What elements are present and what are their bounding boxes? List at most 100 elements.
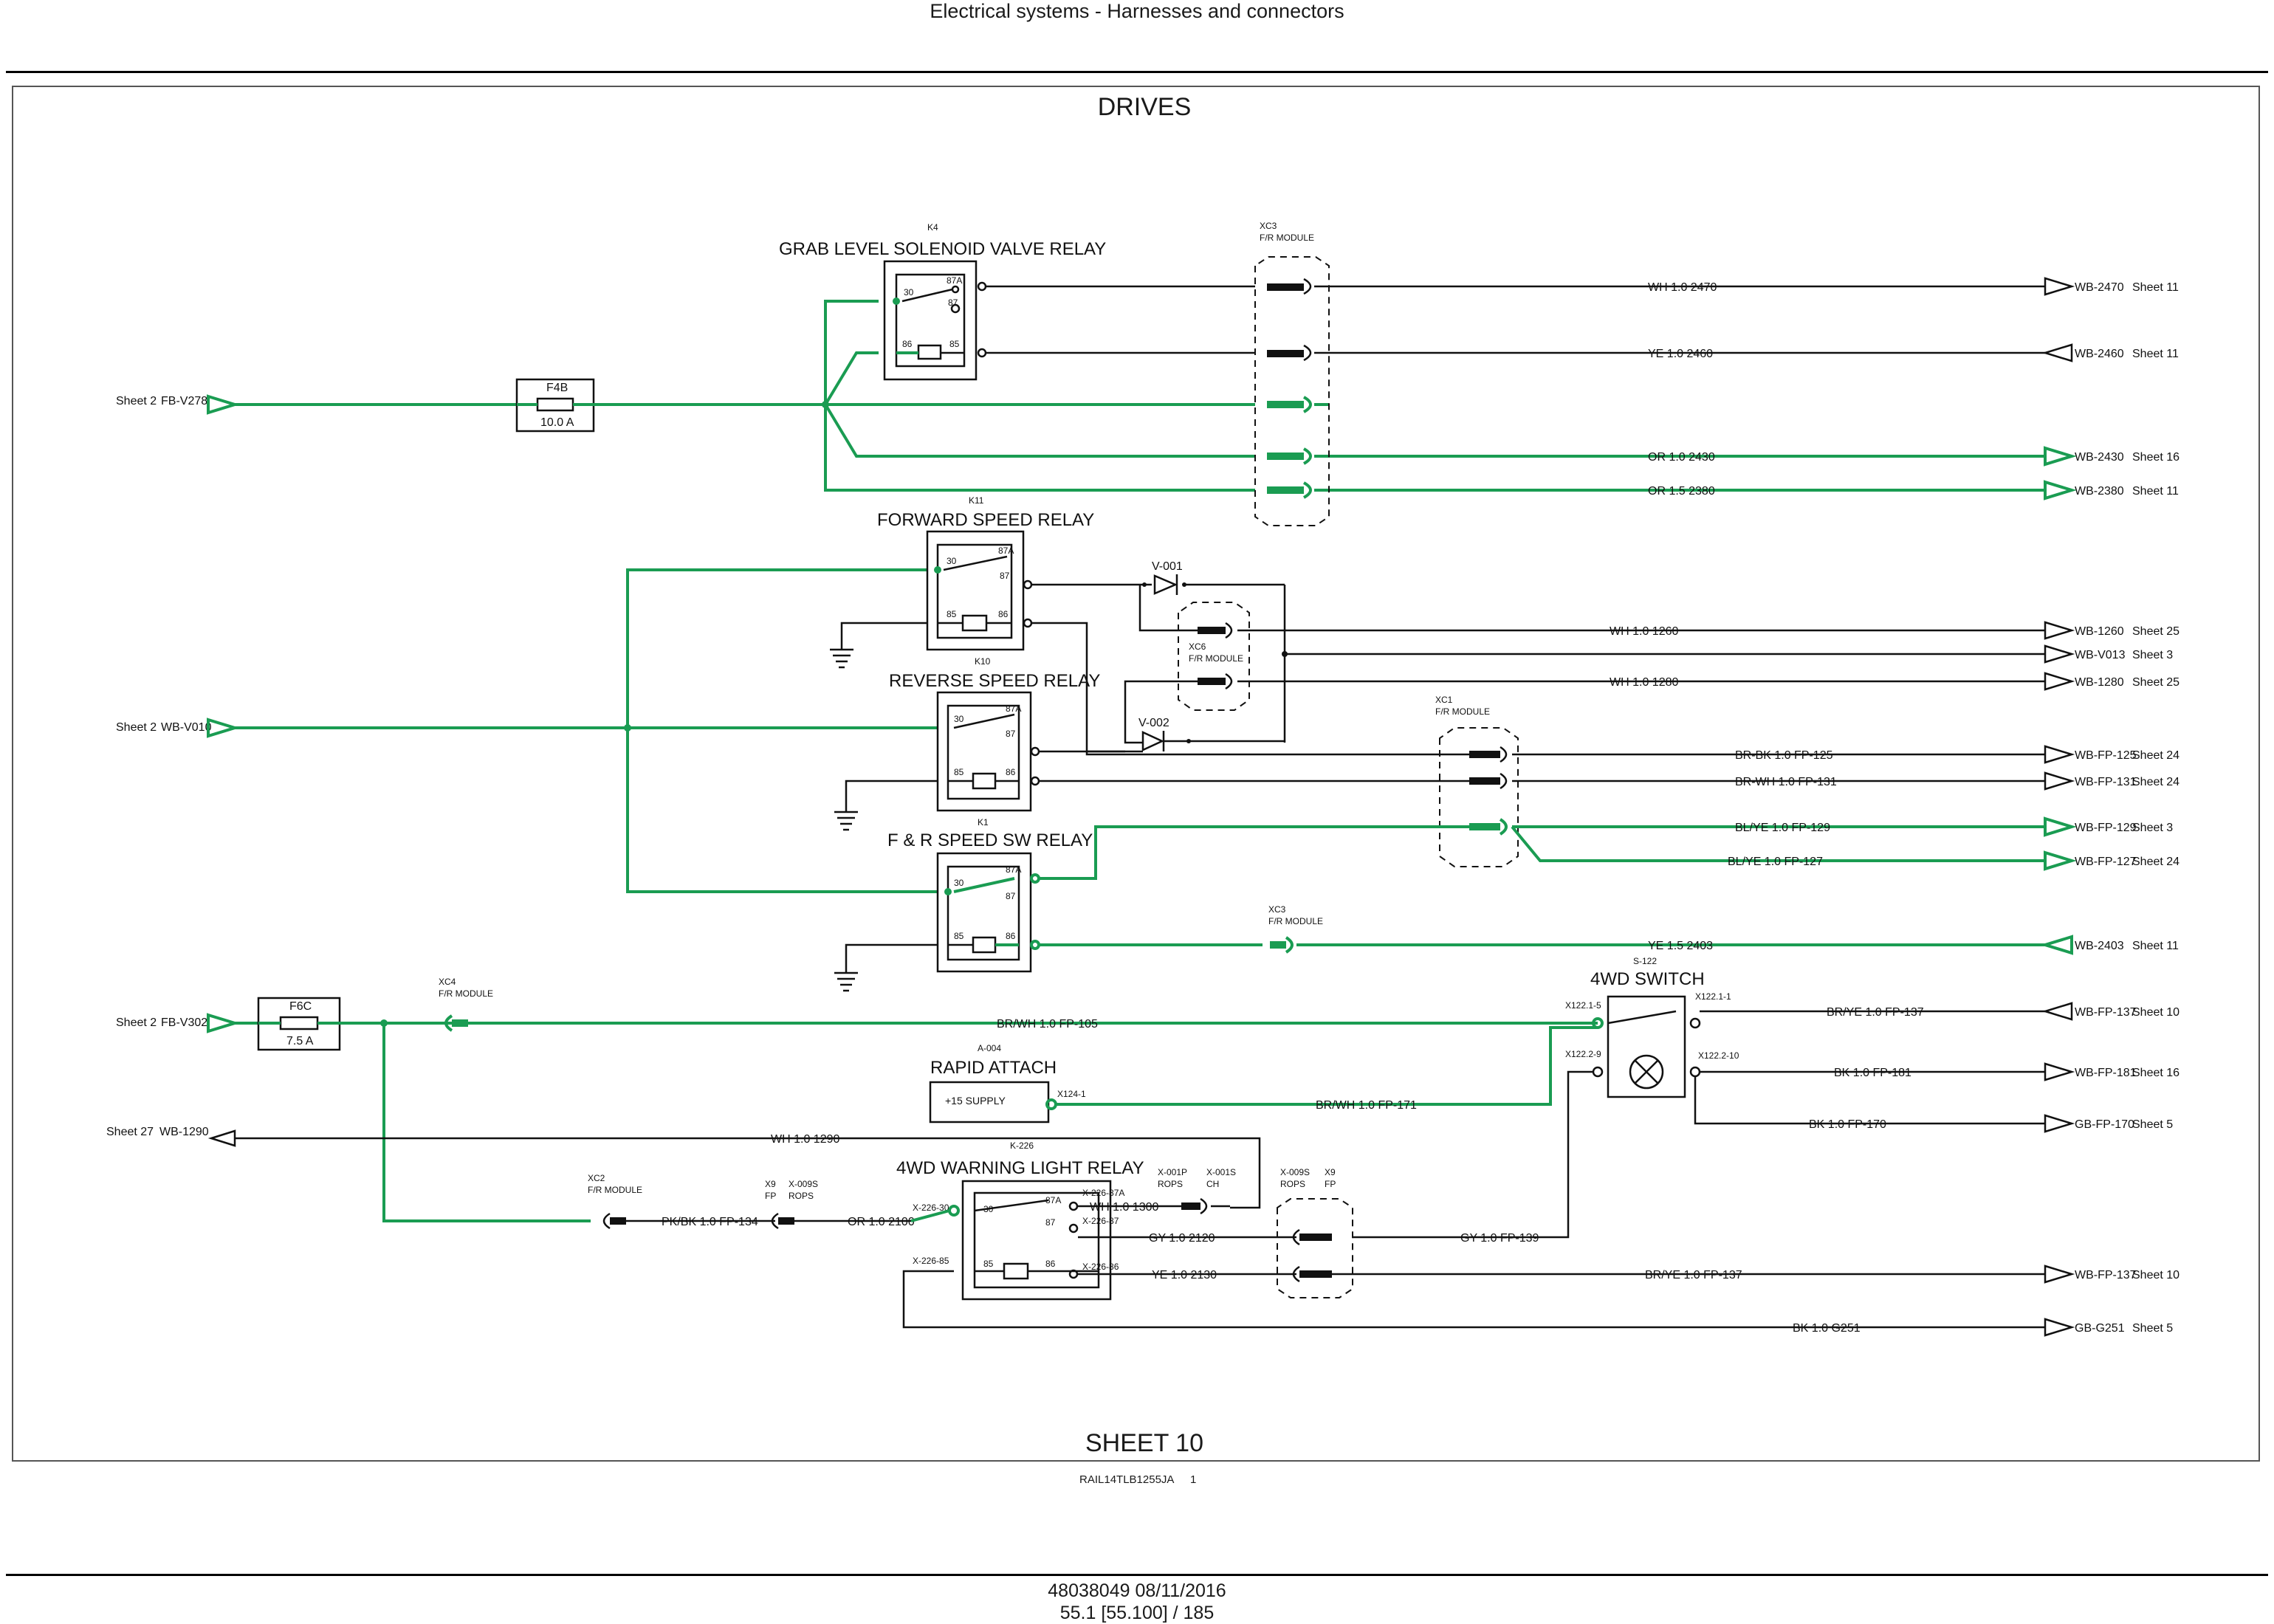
output-sheet: Sheet 24	[2132, 856, 2179, 868]
pin-87a: 87A	[1006, 703, 1021, 714]
connector-x9-rops: X9 FP X-009S ROPS	[765, 1179, 818, 1230]
output-sheet: Sheet 24	[2132, 749, 2179, 762]
output-code: WB-2403	[2075, 940, 2124, 952]
relay-k1: K1 F & R SPEED SW RELAY 30 87A 87 85 86	[887, 817, 1093, 973]
output-sheet: Sheet 16	[2132, 451, 2179, 464]
connector-xc4: XC4 F/R MODULE	[439, 977, 493, 1032]
input-sheet-label: Sheet 2	[116, 721, 157, 734]
input-sheet-label: Sheet 2	[116, 1016, 157, 1029]
module-name: F/R MODULE	[1189, 653, 1243, 664]
k226-pin: X-226-86	[1082, 1262, 1119, 1272]
input-code-label: FB-V302	[161, 1016, 207, 1029]
output-sheet: Sheet 11	[2132, 485, 2179, 498]
output-arrow	[2044, 771, 2075, 791]
output-arrow	[2044, 644, 2075, 664]
header-rule	[6, 71, 2268, 73]
fuse-f4b: F4B 10.0 A	[515, 378, 595, 433]
module-id: X-009S	[1280, 1167, 1310, 1177]
fuse-id: F6C	[289, 1000, 312, 1013]
switch-s122: S-122 4WD SWITCH X122.1-5 X122.1-1 X122.…	[1565, 956, 1739, 1098]
output-arrow	[2041, 343, 2073, 362]
module-name: CH	[1206, 1179, 1219, 1189]
switch-terminal: X122.1-1	[1695, 991, 1731, 1002]
fuse-id: F4B	[546, 382, 568, 394]
diode-v001: V-001	[1142, 560, 1186, 595]
module-id: X9	[1325, 1167, 1336, 1177]
pin-87a: 87A	[947, 275, 962, 286]
module-name: F/R MODULE	[588, 1185, 642, 1195]
module-id: X-009S	[789, 1179, 818, 1189]
module-name: FP	[1325, 1179, 1336, 1189]
pin-85: 85	[954, 931, 964, 941]
wire-label: YE 1.5 2403	[1648, 940, 1713, 952]
module-id: XC3	[1268, 904, 1286, 915]
wire-label: OR 1.5 2380	[1648, 485, 1715, 498]
relay-id: K-226	[1010, 1140, 1034, 1151]
pin-85: 85	[947, 609, 957, 619]
wire-label: BK 1.0 FP-170	[1809, 1118, 1886, 1131]
wire-label: YE 1.0 2460	[1648, 348, 1713, 360]
input-wb-1290: Sheet 27 WB-1290	[106, 1126, 236, 1147]
rapid-attach: A-004 RAPID ATTACH +15 SUPPLY X124-1	[929, 1043, 1086, 1124]
pin-85: 85	[954, 767, 964, 777]
wire-label: WH 1.0 1300	[1090, 1201, 1158, 1214]
wire-label: BK 1.0 G251	[1793, 1322, 1861, 1335]
output-sheet: Sheet 10	[2132, 1006, 2179, 1019]
module-id: X-001S	[1206, 1167, 1236, 1177]
relay-name: REVERSE SPEED RELAY	[889, 671, 1100, 691]
output-code: WB-1280	[2075, 676, 2124, 689]
output-arrow	[2044, 446, 2077, 467]
footer-page: 55.1 [55.100] / 185	[1059, 1603, 1215, 1623]
rapid-supply: +15 SUPPLY	[945, 1095, 1006, 1107]
pin-87: 87	[1000, 571, 1010, 581]
module-id: X-001P	[1158, 1167, 1187, 1177]
relay-name: F & R SPEED SW RELAY	[887, 830, 1093, 850]
module-id: XC2	[588, 1173, 605, 1183]
wire-label: GY 1.0 2120	[1149, 1232, 1215, 1245]
module-name: F/R MODULE	[1260, 233, 1314, 243]
k226-pin: X-226-87A	[1082, 1188, 1124, 1198]
output-code: GB-FP-170	[2075, 1118, 2134, 1131]
k226-pin: X-226-85	[913, 1256, 949, 1266]
k226-pin: X-226-87	[1082, 1216, 1119, 1226]
connector-xc3-inline: XC3 F/R MODULE	[1268, 904, 1323, 954]
relay-name: GRAB LEVEL SOLENOID VALVE RELAY	[779, 239, 1106, 259]
pin-87a: 87A	[998, 546, 1014, 556]
output-sheet: Sheet 11	[2132, 348, 2179, 360]
relay-k10: K10 REVERSE SPEED RELAY 30 87A 87 85 86	[889, 656, 1100, 812]
output-arrow	[2044, 621, 2075, 640]
wire-label: OR 1.0 2430	[1648, 451, 1715, 464]
diagram-title: DRIVES	[1097, 93, 1192, 121]
output-arrow	[2044, 816, 2077, 837]
pin-85: 85	[949, 339, 960, 349]
output-arrow	[207, 1129, 236, 1147]
wire-label: WH 1.0 1290	[771, 1133, 839, 1146]
output-code: WB-V013	[2075, 649, 2126, 661]
output-arrow	[2044, 1062, 2075, 1081]
pin-87: 87	[948, 297, 958, 308]
output-arrow	[2044, 277, 2075, 296]
drawing-ref: RAIL14TLB1255JA	[1079, 1473, 1175, 1486]
module-name: F/R MODULE	[1268, 916, 1323, 926]
wire-label: BR-WH 1.0 FP-131	[1735, 776, 1837, 788]
wire-label: BK 1.0 FP-181	[1834, 1067, 1911, 1079]
input-code-label: FB-V278	[161, 395, 207, 407]
output-sheet: Sheet 3	[2132, 649, 2173, 661]
output-arrow	[2044, 1265, 2075, 1284]
wire-label: BR/WH 1.0 FP-105	[997, 1018, 1098, 1031]
pin-86: 86	[1006, 767, 1016, 777]
module-id: XC4	[439, 977, 456, 987]
connector-xc3-top: XC3 F/R MODULE	[1254, 221, 1330, 526]
input-arrow	[207, 1013, 240, 1033]
output-code: WB-2470	[2075, 281, 2124, 294]
fuse-f6c: F6C 7.5 A	[257, 997, 341, 1051]
